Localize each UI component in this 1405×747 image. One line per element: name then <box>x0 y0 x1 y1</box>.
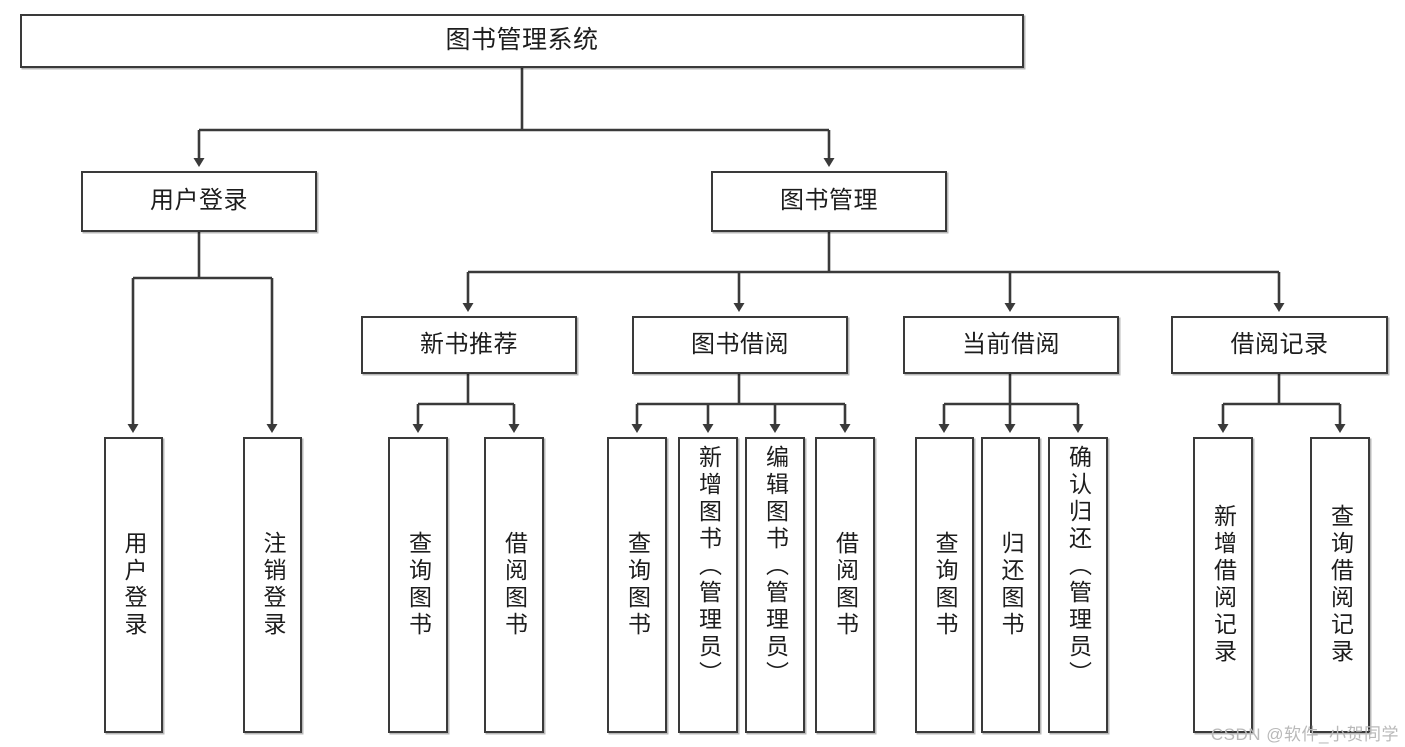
node-leaf-query-book-1[interactable]: 查询图书 <box>388 437 448 733</box>
node-leaf-borrow-book-2[interactable]: 借阅图书 <box>815 437 875 733</box>
node-leaf-borrow-book-2-label: 借阅图书 <box>832 531 859 639</box>
node-book-manage-label: 图书管理 <box>780 187 878 215</box>
node-leaf-return-book[interactable]: 归还图书 <box>981 437 1040 733</box>
node-leaf-add-record[interactable]: 新增借阅记录 <box>1193 437 1253 733</box>
node-leaf-add-book[interactable]: 新增图书（管理员） <box>678 437 738 733</box>
node-leaf-borrow-book-1[interactable]: 借阅图书 <box>484 437 544 733</box>
node-user-login[interactable]: 用户登录 <box>81 171 317 232</box>
node-root[interactable]: 图书管理系统 <box>20 14 1024 68</box>
node-leaf-query-record[interactable]: 查询借阅记录 <box>1310 437 1370 733</box>
node-new-book-recommend[interactable]: 新书推荐 <box>361 316 577 374</box>
watermark: CSDN @软件_小贺同学 <box>1210 725 1399 744</box>
node-borrow-record-label: 借阅记录 <box>1230 330 1329 358</box>
node-borrow-record[interactable]: 借阅记录 <box>1171 316 1388 374</box>
node-leaf-confirm-return[interactable]: 确认归还（管理员） <box>1048 437 1108 733</box>
node-book-borrow[interactable]: 图书借阅 <box>632 316 848 374</box>
node-leaf-add-book-label: 新增图书（管理员） <box>695 445 722 688</box>
node-new-book-recommend-label: 新书推荐 <box>420 330 518 358</box>
node-current-borrow-label: 当前借阅 <box>962 330 1060 358</box>
node-leaf-user-login-label: 用户登录 <box>121 531 147 639</box>
node-leaf-add-record-label: 新增借阅记录 <box>1210 504 1237 666</box>
node-leaf-logout-label: 注销登录 <box>260 531 286 639</box>
node-leaf-query-book-2[interactable]: 查询图书 <box>607 437 667 733</box>
node-leaf-logout[interactable]: 注销登录 <box>243 437 302 733</box>
node-leaf-return-book-label: 归还图书 <box>998 531 1024 639</box>
node-user-login-label: 用户登录 <box>150 187 248 215</box>
node-current-borrow[interactable]: 当前借阅 <box>903 316 1119 374</box>
node-leaf-query-book-2-label: 查询图书 <box>624 531 651 639</box>
node-leaf-query-book-1-label: 查询图书 <box>405 531 432 639</box>
node-leaf-query-book-3[interactable]: 查询图书 <box>915 437 974 733</box>
node-leaf-borrow-book-1-label: 借阅图书 <box>501 531 528 639</box>
node-book-borrow-label: 图书借阅 <box>691 330 789 358</box>
node-root-label: 图书管理系统 <box>445 26 599 55</box>
node-leaf-edit-book[interactable]: 编辑图书（管理员） <box>745 437 805 733</box>
node-leaf-query-record-label: 查询借阅记录 <box>1327 504 1354 666</box>
node-leaf-edit-book-label: 编辑图书（管理员） <box>762 445 789 688</box>
node-leaf-confirm-return-label: 确认归还（管理员） <box>1065 445 1092 688</box>
node-book-manage[interactable]: 图书管理 <box>711 171 947 232</box>
node-leaf-query-book-3-label: 查询图书 <box>932 531 958 639</box>
node-leaf-user-login[interactable]: 用户登录 <box>104 437 163 733</box>
